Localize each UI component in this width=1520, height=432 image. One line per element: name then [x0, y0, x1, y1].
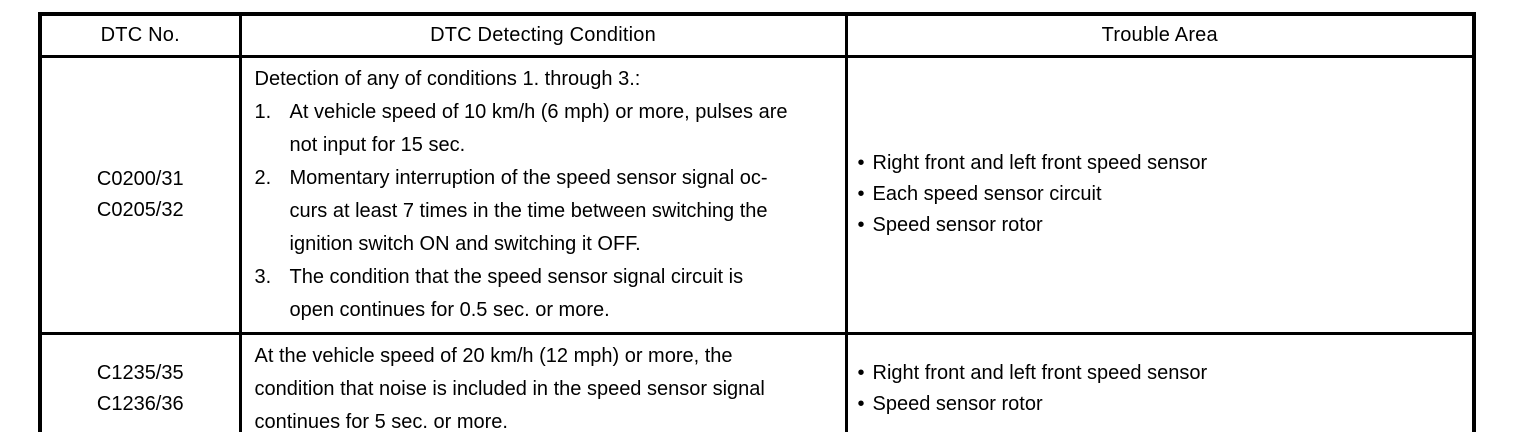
- dtc-no-cell: C0200/31 C0205/32: [38, 54, 242, 335]
- condition-item: 3. The condition that the speed sensor s…: [255, 261, 837, 327]
- dtc-code: C1235/35: [96, 362, 184, 384]
- trouble-area-item: • Right front and left front speed senso…: [858, 358, 1473, 389]
- trouble-area-cell: • Right front and left front speed senso…: [844, 331, 1476, 432]
- trouble-area-text: Speed sensor rotor: [872, 214, 1043, 236]
- header-dtc-no: DTC No.: [38, 12, 242, 58]
- trouble-area-item: • Right front and left front speed senso…: [858, 148, 1473, 179]
- condition-item: 2. Momentary interruption of the speed s…: [255, 162, 837, 261]
- header-trouble-area: Trouble Area: [844, 12, 1476, 58]
- condition-item: 1. At vehicle speed of 10 km/h (6 mph) o…: [255, 96, 837, 162]
- detecting-condition-cell: At the vehicle speed of 20 km/h (12 mph)…: [238, 331, 848, 432]
- condition-text-line: Momentary interruption of the speed sens…: [289, 166, 768, 189]
- condition-text-line: curs at least 7 times in the time betwee…: [289, 199, 768, 222]
- condition-text-line: condition that noise is included in the …: [254, 377, 765, 400]
- condition-item-number: 2.: [254, 166, 272, 189]
- condition-intro: Detection of any of conditions 1. throug…: [254, 67, 641, 90]
- bullet-icon: •: [857, 362, 865, 384]
- bullet-icon: •: [857, 214, 865, 236]
- trouble-area-text: Right front and left front speed sensor: [872, 152, 1208, 174]
- trouble-area-item: • Speed sensor rotor: [858, 210, 1473, 241]
- dtc-code: C1236/36: [96, 393, 184, 415]
- bullet-icon: •: [857, 183, 865, 205]
- condition-text-line: not input for 15 sec.: [289, 133, 466, 156]
- condition-text-line: continues for 5 sec. or more.: [254, 410, 508, 432]
- condition-text-line: open continues for 0.5 sec. or more.: [289, 298, 610, 321]
- header-row: DTC No. DTC Detecting Condition Trouble …: [38, 12, 1476, 58]
- dtc-code: C0205/32: [96, 198, 184, 221]
- condition-text-line: At the vehicle speed of 20 km/h (12 mph)…: [254, 344, 733, 367]
- dtc-code: C0200/31: [96, 167, 184, 190]
- header-detecting-condition: DTC Detecting Condition: [238, 12, 848, 58]
- trouble-area-cell: • Right front and left front speed senso…: [844, 54, 1476, 335]
- table-row: C0200/31 C0205/32 Detection of any of co…: [38, 54, 1476, 335]
- condition-text-line: At vehicle speed of 10 km/h (6 mph) or m…: [289, 100, 788, 123]
- condition-item-number: 3.: [254, 265, 272, 288]
- condition-item-number: 1.: [254, 100, 272, 123]
- condition-text-line: The condition that the speed sensor sign…: [289, 265, 744, 288]
- trouble-area-text: Speed sensor rotor: [872, 393, 1043, 415]
- trouble-area-text: Each speed sensor circuit: [872, 183, 1102, 205]
- condition-text-line: ignition switch ON and switching it OFF.: [289, 232, 641, 255]
- detecting-condition-cell: Detection of any of conditions 1. throug…: [238, 54, 848, 335]
- bullet-icon: •: [857, 393, 865, 415]
- trouble-area-item: • Speed sensor rotor: [858, 389, 1473, 420]
- dtc-table: DTC No. DTC Detecting Condition Trouble …: [38, 12, 1476, 432]
- trouble-area-item: • Each speed sensor circuit: [858, 179, 1473, 210]
- trouble-area-text: Right front and left front speed sensor: [872, 362, 1208, 384]
- table-row: C1235/35 C1236/36 At the vehicle speed o…: [38, 331, 1476, 432]
- dtc-no-cell: C1235/35 C1236/36: [38, 331, 242, 432]
- bullet-icon: •: [857, 152, 865, 174]
